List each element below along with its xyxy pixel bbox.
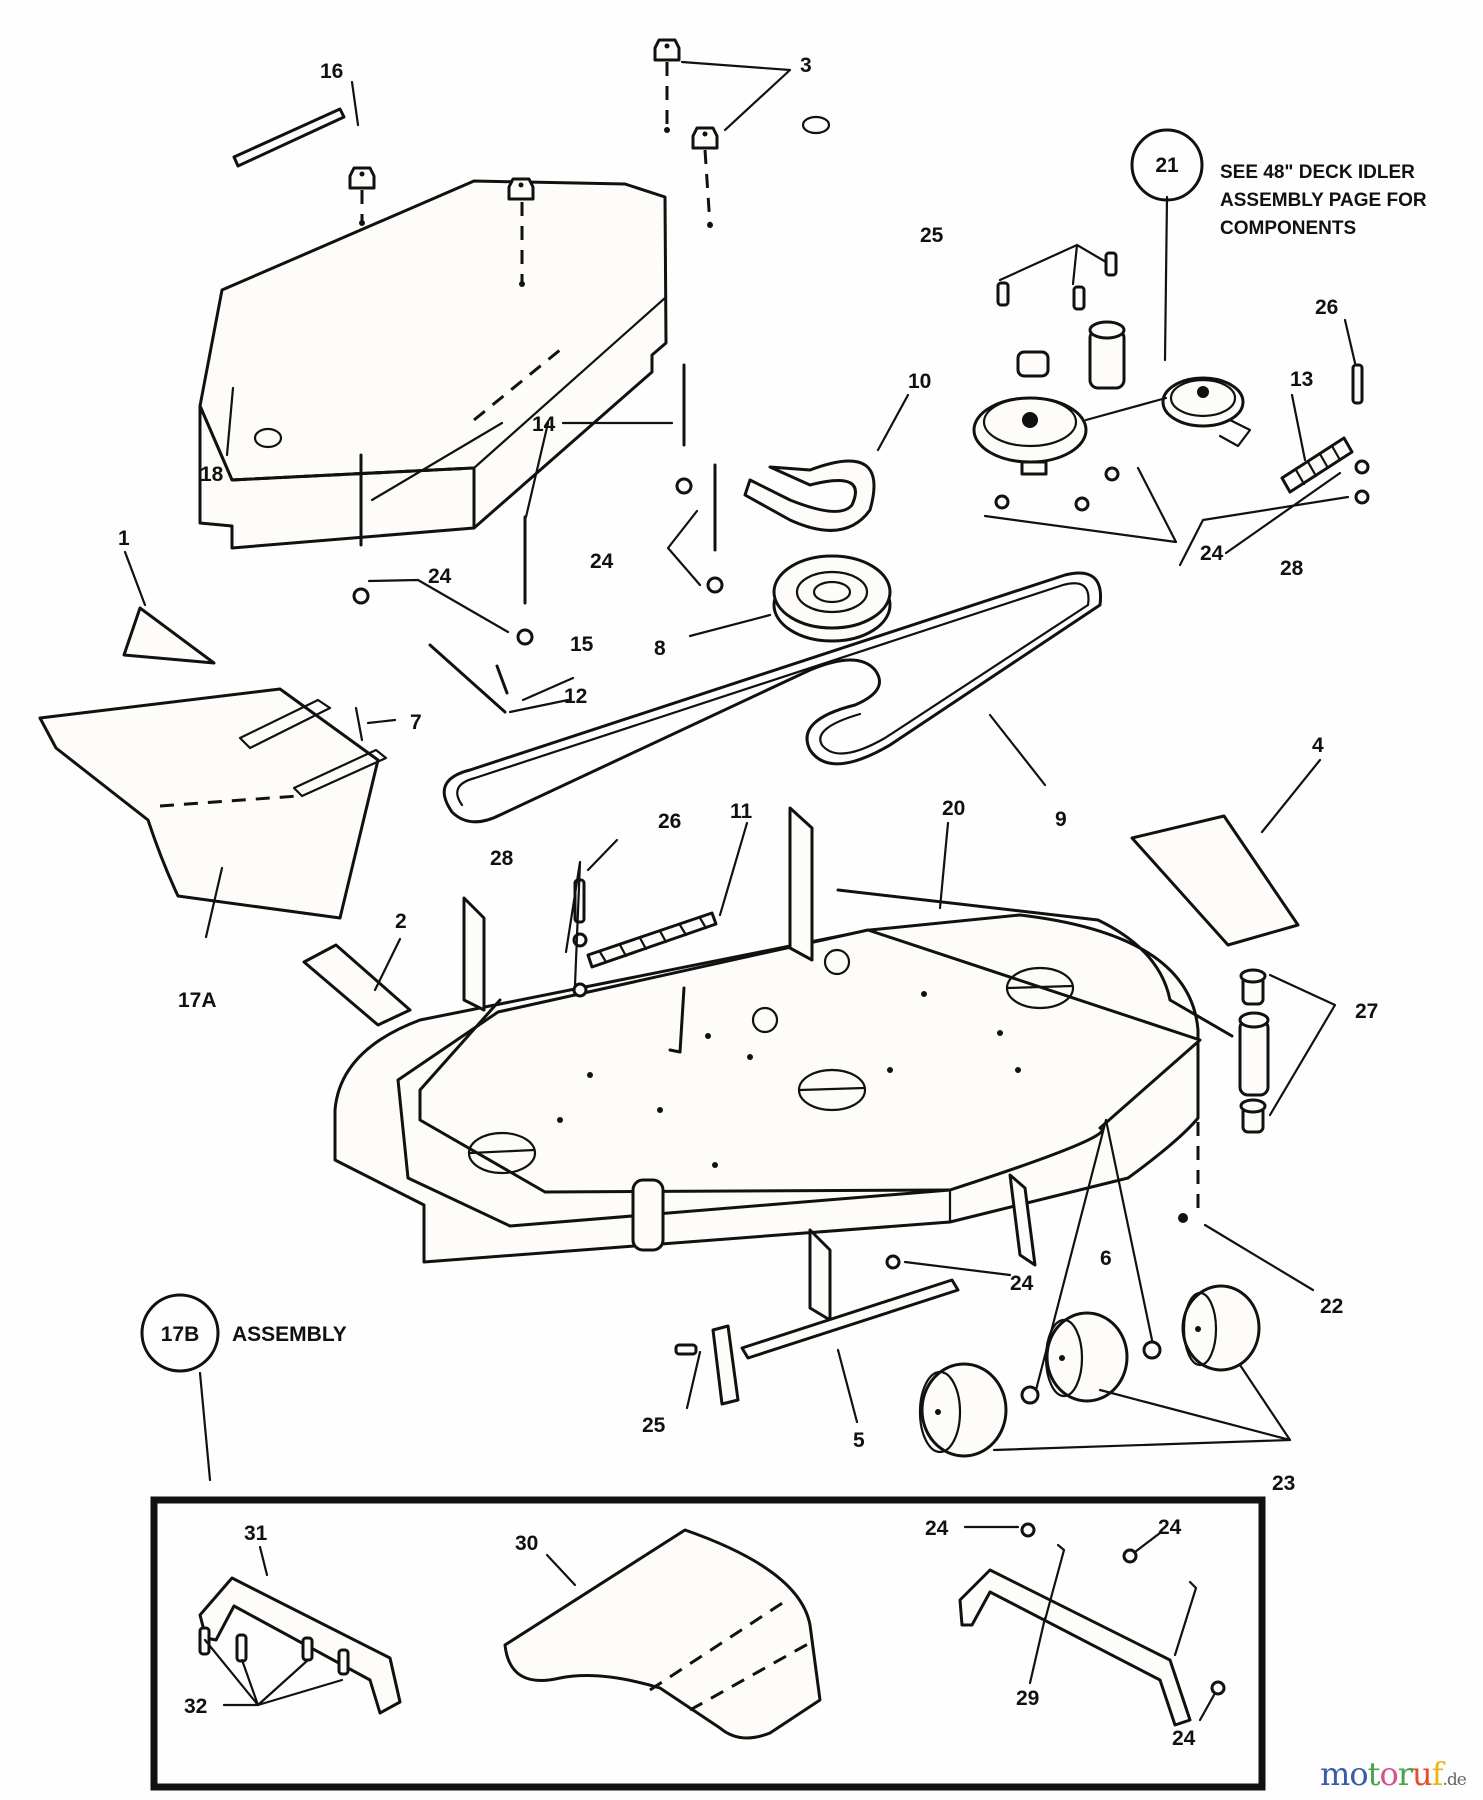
callout-21: 21 <box>1130 128 1204 202</box>
label-8: 8 <box>654 637 666 660</box>
label-22: 22 <box>1320 1295 1343 1318</box>
watermark-letter: o <box>1379 1755 1398 1793</box>
watermark-letter: r <box>1397 1755 1413 1793</box>
nut-24-deck <box>885 1254 901 1270</box>
label-26-a: 26 <box>1315 296 1338 319</box>
label-28-a: 28 <box>1280 557 1304 580</box>
axle-5 <box>711 1278 960 1406</box>
label-23: 23 <box>1272 1472 1295 1495</box>
label-30: 30 <box>515 1532 538 1555</box>
label-12: 12 <box>564 685 587 708</box>
label-24-d: 24 <box>1010 1272 1034 1295</box>
label-31: 31 <box>244 1522 268 1545</box>
knob-icon <box>348 38 719 287</box>
idler-assembly <box>972 320 1252 476</box>
label-20: 20 <box>942 797 965 820</box>
decal-1 <box>122 606 216 665</box>
bushing-27 <box>1238 968 1270 1134</box>
note-line-2: ASSEMBLY PAGE FOR <box>1220 190 1427 211</box>
belt-guide-10 <box>743 459 876 532</box>
pulley-8 <box>772 554 892 643</box>
nut-icon <box>1020 1522 1226 1696</box>
watermark-letter: u <box>1412 1755 1433 1793</box>
label-24-f: 24 <box>1158 1516 1182 1539</box>
label-1: 1 <box>118 527 130 550</box>
callout-17b-label: ASSEMBLY <box>232 1323 347 1346</box>
bolt-26 <box>1351 363 1364 405</box>
label-24-g: 24 <box>1172 1727 1196 1750</box>
roller-23 <box>918 1284 1261 1458</box>
decal-2 <box>302 943 412 1027</box>
belt-9 <box>442 571 1103 824</box>
spacer-6b <box>1142 1340 1162 1360</box>
label-11: 11 <box>730 800 753 823</box>
label-5: 5 <box>853 1429 865 1452</box>
watermark-letter: t <box>1367 1755 1381 1793</box>
spring-13 <box>1280 436 1354 494</box>
bolt-25 <box>674 1343 698 1356</box>
label-6: 6 <box>1100 1247 1112 1270</box>
label-13: 13 <box>1290 368 1313 391</box>
mower-deck-20 <box>333 806 1234 1322</box>
stud-14 <box>352 363 724 646</box>
watermark-letter: o <box>1349 1755 1368 1793</box>
label-26-b: 26 <box>658 810 681 833</box>
label-10: 10 <box>908 370 931 393</box>
label-24-b: 24 <box>590 550 614 573</box>
bracket-31 <box>198 1576 402 1715</box>
nut-28b <box>572 982 588 998</box>
label-24-e: 24 <box>925 1517 949 1540</box>
bracket-29 <box>958 1568 1192 1727</box>
label-32: 32 <box>184 1695 207 1718</box>
label-4: 4 <box>1312 734 1324 757</box>
label-24-c: 24 <box>1200 542 1224 565</box>
label-29: 29 <box>1016 1687 1039 1710</box>
label-3: 3 <box>800 54 812 77</box>
label-24-a: 24 <box>428 565 452 588</box>
label-14: 14 <box>532 413 556 436</box>
assembly-17b-inset: 31 30 32 24 24 29 24 <box>150 1496 1266 1791</box>
label-18: 18 <box>200 463 224 486</box>
note-line-1: SEE 48" DECK IDLER <box>1220 162 1415 183</box>
part-labels: 16 3 18 14 10 1 24 24 24 28 25 26 13 15 … <box>118 54 1378 1495</box>
label-28-b: 28 <box>490 847 514 870</box>
pin-15 <box>495 664 509 695</box>
belt-cover <box>198 115 831 550</box>
label-25-a: 25 <box>920 224 944 247</box>
label-17a: 17A <box>178 989 217 1012</box>
discharge-chute-17a <box>38 687 388 920</box>
label-16: 16 <box>320 60 343 83</box>
spring-11 <box>586 911 718 969</box>
spacer-6 <box>1020 1385 1040 1405</box>
label-7: 7 <box>410 711 422 734</box>
label-27: 27 <box>1355 1000 1378 1023</box>
bolt-icon <box>996 251 1118 311</box>
deflector-30 <box>503 1528 822 1740</box>
watermark-letter: f <box>1431 1755 1444 1793</box>
label-15: 15 <box>570 633 594 656</box>
label-9: 9 <box>1055 808 1067 831</box>
label-2: 2 <box>395 910 407 933</box>
leader-lines <box>123 60 1357 1482</box>
watermark-suffix: .de <box>1442 1770 1466 1790</box>
callout-21-text: 21 <box>1155 154 1179 177</box>
watermark-letter: m <box>1320 1755 1350 1793</box>
pin-12 <box>428 643 507 714</box>
decal-4 <box>1130 814 1300 947</box>
note-line-3: COMPONENTS <box>1220 218 1356 239</box>
callout-17b: 17B ASSEMBLY <box>140 1293 347 1373</box>
decal-16 <box>232 107 346 168</box>
callout-17b-text: 17B <box>161 1323 200 1346</box>
nut-22 <box>1178 1213 1188 1223</box>
label-25-b: 25 <box>642 1414 666 1437</box>
idler-note: SEE 48" DECK IDLER ASSEMBLY PAGE FOR COM… <box>1220 162 1427 239</box>
watermark-logo: motoruf.de <box>1320 1755 1467 1793</box>
nut-icon <box>994 459 1370 512</box>
